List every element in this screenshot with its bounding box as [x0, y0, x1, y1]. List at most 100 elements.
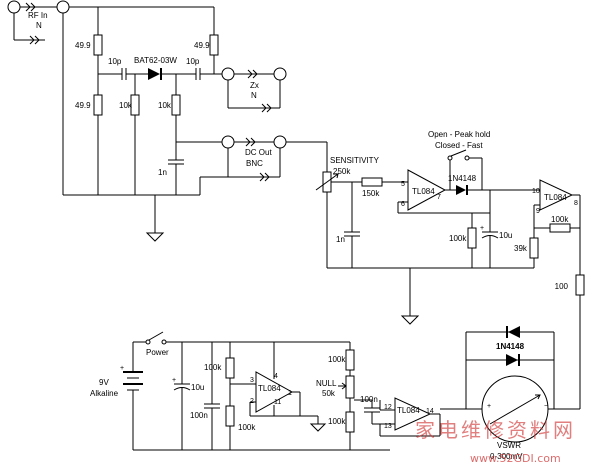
- power-switch-label: Power: [146, 348, 169, 357]
- pin-11: 11: [274, 399, 281, 406]
- pin-5: 5: [401, 181, 405, 188]
- r-100k-div-bottom-label: 100k: [238, 423, 256, 432]
- capacitor-10u-supply: [173, 387, 191, 391]
- diode-peak-label: 1N4148: [448, 174, 477, 183]
- r-100k-null-top-label: 100k: [328, 355, 346, 364]
- battery-type-label: Alkaline: [90, 389, 119, 398]
- diode-1n4148-peak: [456, 185, 466, 195]
- pin-3: 3: [250, 377, 254, 384]
- c-1n-label: 1n: [158, 168, 167, 177]
- pin-1: 1: [288, 390, 292, 397]
- svg-text:+: +: [480, 225, 484, 232]
- diode-1n4148-meter-a: [508, 326, 520, 338]
- power-switch: [148, 331, 164, 341]
- meter-range-label: 0-300mV: [490, 452, 523, 461]
- sensitivity-value: 250k: [333, 167, 351, 176]
- r-100k-div-top-label: 100k: [204, 363, 222, 372]
- c-100n-null-label: 100n: [360, 395, 378, 404]
- opamp-d-label: TL084: [397, 406, 420, 415]
- resistor-100k-hold: [467, 227, 477, 249]
- opamp-a-label: TL084: [412, 187, 435, 196]
- svg-text:−: −: [544, 403, 548, 410]
- r-top-left-label: 49.9: [75, 41, 91, 50]
- switch-label-open: Open - Peak hold: [428, 130, 490, 139]
- watermark-cn: 家电维修资料网: [415, 418, 576, 442]
- null-value-label: 50k: [322, 389, 336, 398]
- r-39k-label: 39k: [514, 244, 528, 253]
- pin-13: 13: [384, 423, 392, 430]
- meter-section: 1N4148 + − VSWR 0-300mV: [465, 326, 555, 461]
- c-1n-amp-label: 1n: [336, 235, 345, 244]
- r-100k-hold-label: 100k: [449, 234, 467, 243]
- diode-1n4148-meter-b: [506, 354, 518, 366]
- dc-out-connector: DC Out BNC: [199, 135, 327, 195]
- pin-4: 4: [274, 373, 278, 380]
- zx-connector: Zx N: [221, 67, 287, 113]
- opamp-tl084-d: [394, 397, 432, 431]
- opamp-tl084-a: [407, 169, 447, 211]
- r-100-label: 100: [555, 282, 569, 291]
- r-bottom-left-label: 49.9: [75, 101, 91, 110]
- null-stage: 100k NULL 50k 100k 100n TL084 12 13 14: [316, 342, 466, 450]
- r-10k-b-label: 10k: [158, 101, 172, 110]
- resistor-49r9-top-right: [209, 34, 219, 56]
- rf-bridge-section: RF In N 49.9 49.9 10p BAT62-03W 10p: [7, 0, 327, 242]
- battery-voltage-label: 9V: [99, 378, 109, 387]
- resistor-100k-div-bottom: [225, 405, 235, 427]
- opamp-tl084-b: [539, 179, 574, 211]
- pin-7: 7: [437, 194, 441, 201]
- r-top-right-label: 49.9: [194, 41, 210, 50]
- vswr-meter: [481, 375, 549, 443]
- svg-text:+: +: [487, 403, 491, 410]
- rf-in-type-label: N: [36, 21, 42, 30]
- rf-in-label: RF In: [28, 11, 48, 20]
- switch-label-closed: Closed - Fast: [435, 141, 483, 150]
- c-100n-supply-label: 100n: [190, 411, 208, 420]
- pin-9: 9: [536, 208, 540, 215]
- opamp-b-label: TL084: [544, 193, 567, 202]
- resistor-100k-fb: [549, 223, 571, 233]
- svg-text:+: +: [120, 365, 124, 372]
- watermark: 家电维修资料网 www.52GDI.com: [415, 418, 576, 465]
- resistor-100k-div-top: [225, 357, 235, 379]
- dc-out-type-label: BNC: [246, 159, 263, 168]
- pin-6: 6: [401, 201, 405, 208]
- r-150k-label: 150k: [362, 189, 380, 198]
- resistor-100k-null-top: [345, 349, 355, 371]
- r-100k-null-bottom-label: 100k: [328, 417, 346, 426]
- ground-symbol-amp: [400, 315, 420, 325]
- c-10u-supply-label: 10u: [191, 383, 204, 392]
- diode-meter-label: 1N4148: [496, 342, 525, 351]
- pot-null-50k: [345, 375, 355, 399]
- capacitor-10u-hold: [481, 235, 499, 239]
- diode-bat62: [148, 68, 160, 80]
- r-100k-fb-label: 100k: [551, 215, 569, 224]
- resistor-49r9-bottom-left: [93, 94, 103, 116]
- c-right-label: 10p: [186, 57, 200, 66]
- ground-symbol-bridge: [145, 232, 165, 242]
- zx-label: Zx: [250, 81, 259, 90]
- dc-out-label: DC Out: [245, 148, 272, 157]
- opamp-tl084-c: [255, 371, 294, 413]
- pin-12: 12: [384, 404, 392, 411]
- resistor-150k: [361, 177, 383, 187]
- svg-text:+: +: [172, 377, 176, 384]
- r-10k-a-label: 10k: [119, 101, 133, 110]
- pin-10: 10: [532, 188, 540, 195]
- rf-in-connector: RF In N: [7, 0, 70, 45]
- diode-bat62-label: BAT62-03W: [134, 56, 177, 65]
- c-10u-hold-label: 10u: [499, 231, 512, 240]
- power-section: Power + 9V Alkaline + 10u 100n 100k 100k: [90, 331, 390, 451]
- resistor-100-meter: [575, 274, 585, 296]
- resistor-10k-b: [171, 94, 181, 116]
- resistor-100k-null-bottom: [345, 411, 355, 433]
- watermark-url: www.52GDI.com: [470, 452, 561, 465]
- meter-label: VSWR: [497, 441, 521, 450]
- sensitivity-label: SENSITIVITY: [330, 156, 380, 165]
- switch-peak-hold: [450, 149, 467, 157]
- pin-8: 8: [574, 200, 578, 207]
- detector-amp-section: SENSITIVITY 250k 150k 1n TL084 5 6 7 1N4…: [315, 130, 585, 410]
- pin-14: 14: [426, 408, 434, 415]
- null-label: NULL: [316, 379, 337, 388]
